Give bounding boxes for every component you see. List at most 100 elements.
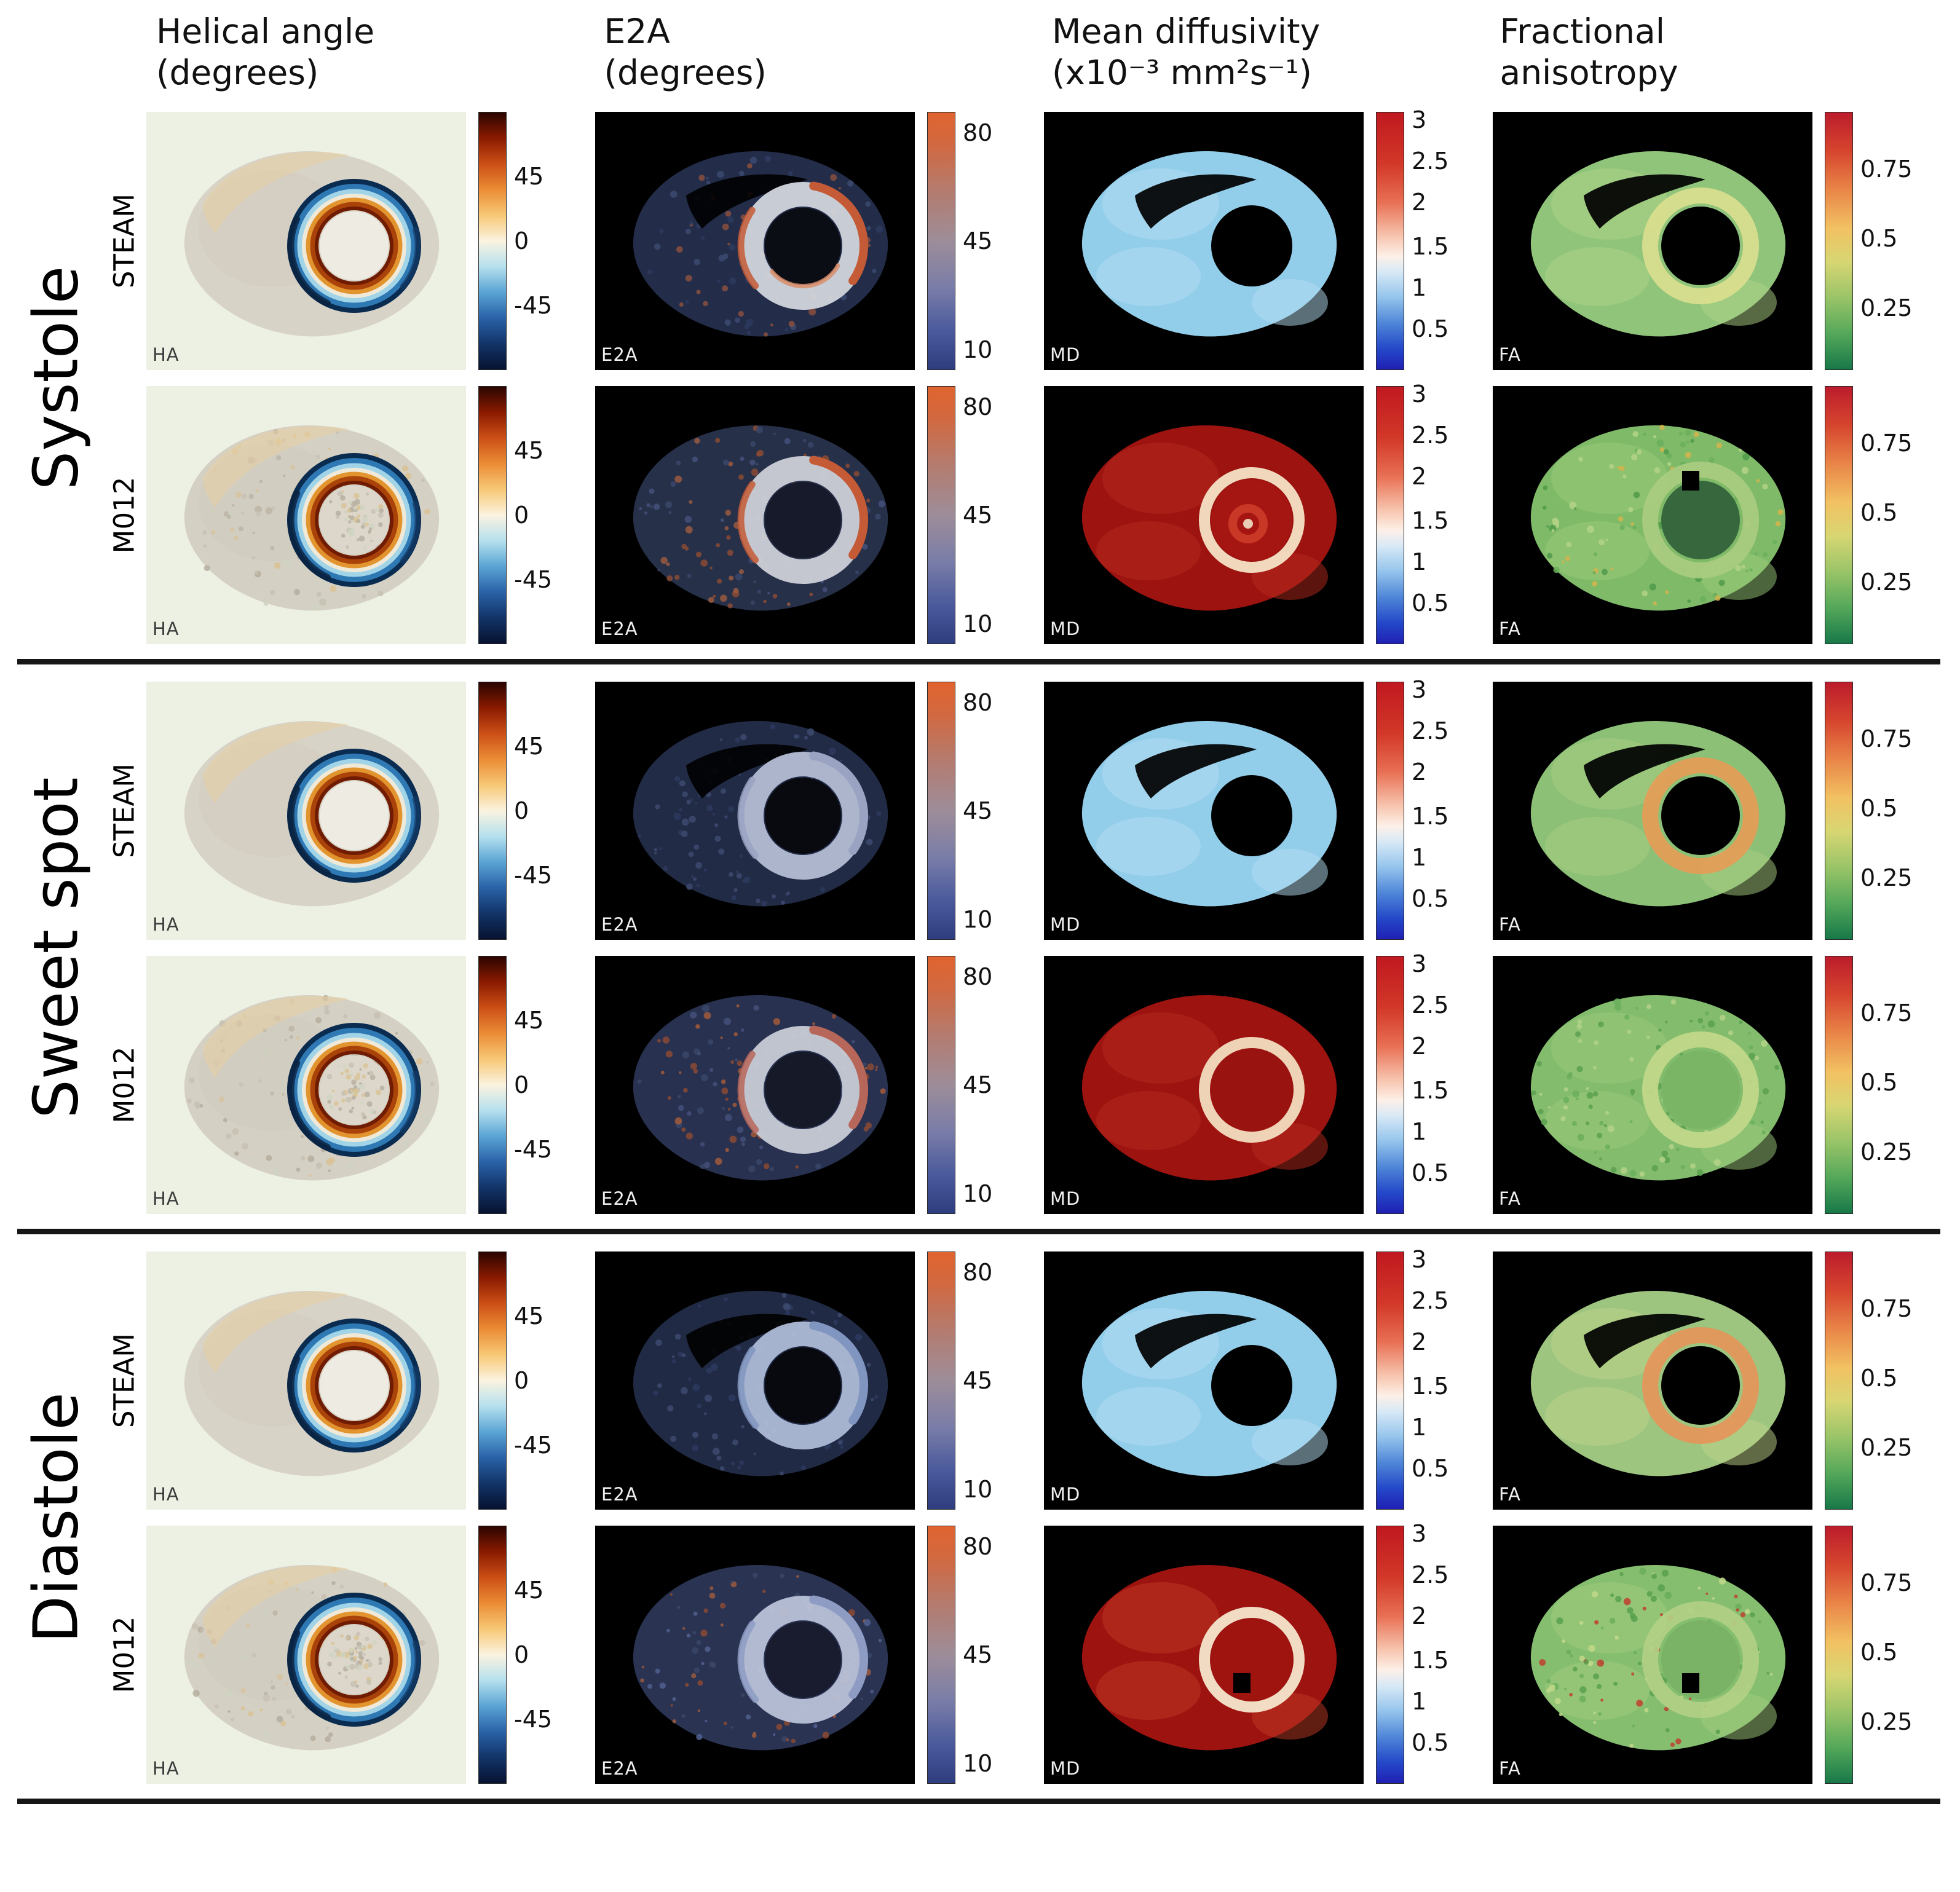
e2a-map-image: [595, 1526, 915, 1784]
fa-colorbar: [1825, 1251, 1853, 1510]
fa-colorbar: [1825, 112, 1853, 371]
group-separator: [17, 1229, 1940, 1235]
colorbar-tick-label: 1.5: [1412, 507, 1449, 534]
ha-colorbar: [478, 112, 507, 371]
colorbar-tick-label: 10: [963, 336, 993, 363]
colorbar-tick-label: 0.75: [1860, 1295, 1913, 1322]
colorbar-tick-label: 10: [963, 610, 993, 637]
map-corner-label: E2A: [601, 914, 638, 936]
colorbar-tick-label: 0: [514, 1367, 529, 1395]
fa-colorbar: [1825, 956, 1853, 1215]
map-corner-label: E2A: [601, 618, 638, 640]
column-title-line: (degrees): [156, 53, 319, 93]
fa-map-image: [1493, 1526, 1812, 1784]
colorbar-tick-label: 2: [1412, 1602, 1427, 1630]
colorbar-tick-label: 0.25: [1860, 294, 1913, 322]
colorbar-tick-label: 1.5: [1412, 1372, 1449, 1400]
colorbar-tick-label: 1: [1412, 843, 1427, 871]
e2a-colorbar: [927, 1526, 955, 1784]
colorbar-tick-label: -45: [514, 862, 553, 889]
row-label-steam: STEAM: [102, 682, 146, 940]
fa-map: FA: [1493, 386, 1812, 645]
colorbar-tick-label: 0.5: [1860, 1364, 1898, 1392]
colorbar-tick-label: 2.5: [1412, 147, 1449, 175]
colorbar-tick-label: 3: [1412, 950, 1427, 977]
column-title-helical-angle: Helical angle (degrees): [156, 11, 604, 93]
e2a-map-image: [595, 956, 915, 1215]
colorbar-tick-label: 80: [963, 1532, 993, 1560]
fa-map: FA: [1493, 956, 1812, 1215]
map-corner-label: HA: [152, 1484, 180, 1505]
ha-map: HA: [146, 112, 466, 371]
e2a-map: E2A: [595, 1526, 915, 1784]
colorbar-tick-label: 0.75: [1860, 429, 1913, 457]
colorbar-tick-label: 2.5: [1412, 1287, 1449, 1314]
md-map-image: [1044, 386, 1364, 645]
map-corner-label: HA: [152, 618, 180, 640]
colorbar-tick-label: 1.5: [1412, 802, 1449, 830]
row-label-text: STEAM: [108, 763, 141, 859]
e2a-map: E2A: [595, 112, 915, 371]
colorbar-tick-label: 3: [1412, 1520, 1427, 1547]
colorbar-tick-label: 1: [1412, 1687, 1427, 1715]
e2a-colorbar: [927, 956, 955, 1215]
map-corner-label: FA: [1499, 914, 1521, 936]
fa-map-image: [1493, 956, 1812, 1215]
group-label-diastole: Diastole: [10, 1251, 102, 1784]
colorbar-tick-label: 0.25: [1860, 569, 1913, 596]
colorbar-tick-label: 0: [514, 1641, 529, 1669]
e2a-map: E2A: [595, 682, 915, 940]
colorbar-tick-label: 80: [963, 963, 993, 990]
fa-map: FA: [1493, 1526, 1812, 1784]
colorbar-tick-label: 0.5: [1412, 1454, 1449, 1482]
colorbar-tick-label: 0.25: [1860, 864, 1913, 892]
colorbar-tick-label: 10: [963, 1180, 993, 1207]
map-corner-label: MD: [1050, 1758, 1081, 1780]
map-corner-label: FA: [1499, 344, 1521, 366]
ha-map-image: [146, 112, 466, 371]
colorbar-tick-label: 0.75: [1860, 1569, 1913, 1596]
ha-map-image: [146, 386, 466, 645]
column-title-line: anisotropy: [1500, 53, 1678, 93]
e2a-map-image: [595, 112, 915, 371]
map-corner-label: HA: [152, 1758, 180, 1780]
colorbar-tick-label: 2.5: [1412, 991, 1449, 1019]
colorbar-tick-label: 0: [514, 797, 529, 825]
map-corner-label: MD: [1050, 1188, 1081, 1210]
